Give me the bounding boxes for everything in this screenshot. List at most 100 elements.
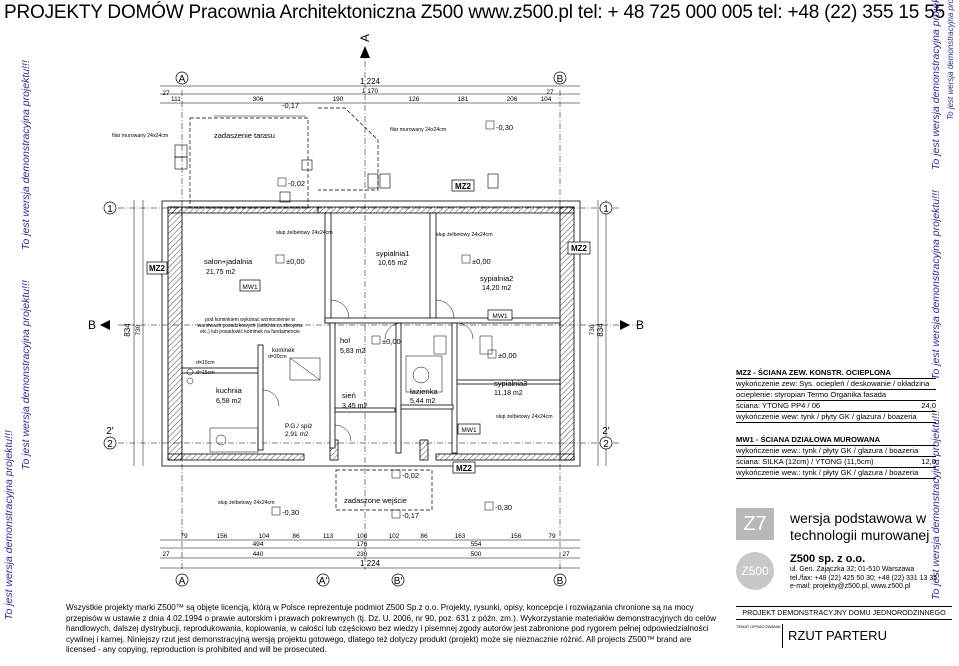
legend-mw1-title: MW1 - ŚCIANA DZIAŁOWA MUROWANA [736, 435, 936, 446]
level-marker: ±0,00 [498, 351, 517, 360]
room-sien-area: 3,45 m2 [342, 403, 367, 410]
company-tel: tel./fax: +48 (22) 425 50 30; +48 (22) 3… [790, 574, 938, 582]
sheet-label: TEMAT OPRACOWANIA [736, 624, 783, 648]
dim-bottom: 163 [455, 533, 466, 540]
note-slup: słup żelbetowy 24x24cm [218, 500, 275, 506]
note-slup: słup żelbetowy 24x24cm [276, 230, 333, 236]
sheet-title: RZUT PARTERU [788, 628, 887, 643]
wall-west [167, 206, 183, 461]
dim-small: 27 [562, 551, 570, 558]
company-info: Z500 sp. z o.o. ul. Gen. Zajączka 32; 01… [790, 552, 937, 592]
legend-mz2-title: MZ2 - ŚCIANA ZEW. KONSTR. OCIEPLONA [736, 368, 936, 379]
dim-top: 104 [541, 96, 552, 103]
axis-label-2-prime: 2' [106, 426, 114, 437]
level-marker: ±0,00 [286, 257, 305, 266]
wall-south-2 [435, 453, 575, 461]
project-code: Z7 [736, 508, 774, 540]
note-d15: d=15cm [196, 360, 215, 366]
legend-mz2-line-wall: ściana: YTONG PP4 / 06 24,0 [736, 401, 936, 412]
legend-mz2-line: wykończenie zew: Sys. ociepleń / deskowa… [736, 379, 936, 390]
section-label-b: B [636, 318, 644, 332]
dim-bottom-500: 500 [471, 551, 482, 558]
dim-top: 126 [409, 96, 420, 103]
axis-circle-2-right [599, 436, 613, 450]
legend-mw1-value: 12,0 [921, 457, 936, 466]
dim-bottom: 102 [389, 533, 400, 540]
entrance-roof-label: zadaszone wejście [344, 496, 407, 505]
note-kominek: kominek [272, 348, 295, 354]
axis-label-1: 1 [107, 204, 113, 215]
level-marker: ±0,00 [382, 337, 401, 346]
dim-top: 111 [171, 96, 181, 103]
room-lazienka-name: łazienka [410, 387, 438, 396]
room-salon-name: salon+jadalnia [204, 257, 253, 266]
dim-bottom: 100 [357, 533, 368, 540]
room-lazienka-area: 5,44 m2 [410, 398, 435, 405]
dim-bottom: 156 [511, 533, 522, 540]
axis-circle-b-prime [391, 573, 405, 587]
legend-mz2-value: 24,0 [921, 401, 936, 410]
legend-mw1-line: wykończenie wew.: tynk / płyty GK / glaz… [736, 468, 936, 479]
level-marker: -0,30 [496, 123, 513, 132]
note-filar: filar murowany 24x24cm [390, 127, 446, 133]
axis-circle-1-left [103, 201, 117, 215]
disclaimer-text: Wszystkie projekty marki Z500™ są objęte… [66, 603, 716, 655]
room-hol-name: hol [340, 336, 350, 345]
dim-top-total: 1 224 [360, 77, 381, 86]
section-arrow-b-right [620, 320, 630, 330]
note-d15: d=15cm [196, 370, 215, 376]
axis-circle-a-prime [316, 573, 330, 587]
legend-mw1-line-wall: ściana: SILKA (12cm) / YTONG (11,5cm) 12,… [736, 457, 936, 468]
room-pgos-area: 2,91 m2 [285, 431, 309, 438]
dim-small: 27 [546, 89, 554, 96]
dim-bottom: 104 [259, 533, 270, 540]
legend: MZ2 - ŚCIANA ZEW. KONSTR. OCIEPLONA wyko… [736, 368, 936, 479]
dim-bottom: 156 [217, 533, 228, 540]
dim-bottom: 86 [420, 533, 428, 540]
level-marker: -0,02 [288, 179, 305, 188]
sheet-title-box: TEMAT OPRACOWANIA RZUT PARTERU [736, 624, 952, 648]
room-kuchnia-name: kuchnia [216, 386, 243, 395]
axis-label-b-prime: B' [394, 576, 403, 587]
axis-label-a-prime: A' [319, 576, 328, 587]
dim-small: 27 [162, 551, 170, 558]
dim-bottom: 113 [323, 533, 334, 540]
axis-label-a: A [179, 576, 186, 587]
dim-bottom-554: 554 [471, 541, 482, 548]
dim-top: 190 [333, 96, 344, 103]
wall-tag-mz2: MZ2 [456, 464, 473, 473]
axis-label-1: 1 [603, 204, 609, 215]
dim-right-730: 730 [589, 324, 596, 335]
axis-label-2: 2 [107, 439, 113, 450]
dim-top: 306 [253, 96, 264, 103]
axis-label-2-prime: 2' [602, 426, 610, 437]
dim-bottom-494: 494 [253, 541, 264, 548]
level-marker: -0,30 [495, 503, 512, 512]
room-hol-area: 5,83 m2 [340, 348, 365, 355]
note-kominek-long: pod kominkiem wykonać wzmocnienie w wars… [197, 317, 303, 335]
section-arrow-a-top [360, 46, 370, 58]
section-label-a: A [358, 34, 372, 42]
axis-circle-1-right [599, 201, 613, 215]
dim-bottom: 86 [292, 533, 300, 540]
company-address: ul. Gen. Zajączka 32; 01-510 Warszawa [790, 566, 915, 573]
level-marker: -0,17 [282, 101, 299, 110]
note-slup: słup żelbetowy 24x24cm [496, 414, 553, 420]
wall-tag-mz2: MZ2 [455, 182, 472, 191]
room-sypialnia1-area: 10,65 m2 [378, 260, 407, 267]
legend-mz2-line: ocieplenie: styropian Termo Organika fas… [736, 390, 936, 401]
section-label-b: B [88, 318, 96, 332]
dim-bottom-176: 176 [357, 541, 368, 548]
room-sypialnia2-name: sypialnia2 [480, 274, 513, 283]
legend-mw1-line: ściana: SILKA (12cm) / YTONG (11,5cm) [736, 457, 874, 466]
wall-north-2 [317, 206, 575, 214]
dim-right-834: 834 [596, 323, 605, 337]
room-kuchnia-area: 6,58 m2 [216, 398, 241, 405]
wall-tag-mw1: MW1 [242, 284, 258, 291]
legend-mz2-line: ściana: YTONG PP4 / 06 [736, 401, 821, 410]
room-sien-name: sień [342, 391, 356, 400]
company-logo: Z500 [736, 552, 774, 590]
axis-circle-b-top [553, 71, 567, 85]
version-text: wersja podstawowa w technologii murowane… [790, 510, 930, 543]
